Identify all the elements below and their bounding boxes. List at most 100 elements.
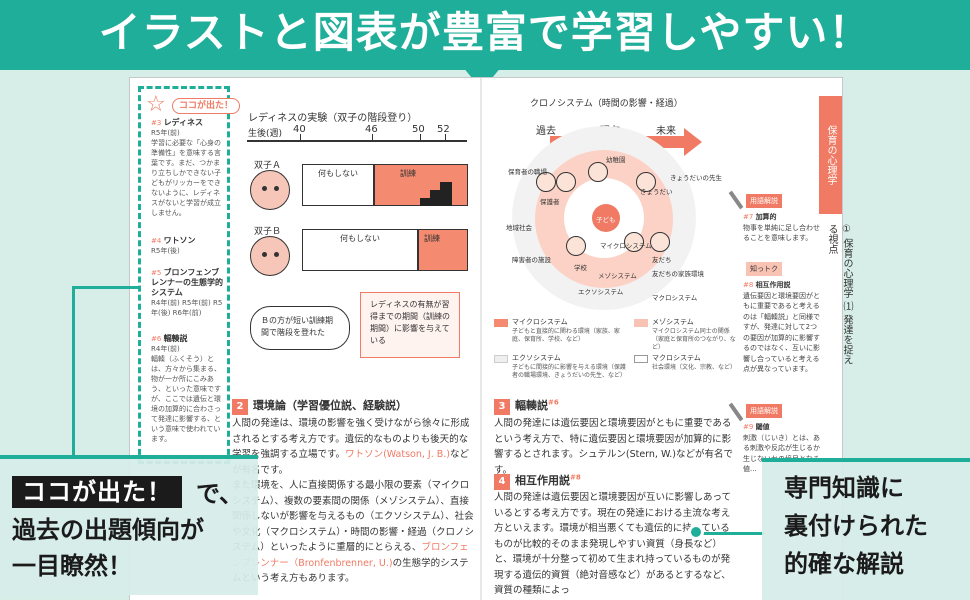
note-readiness: レディネスの有無が習得までの期間（訓練の期間）に影響を与えている: [360, 292, 460, 358]
scene-label: 訓練: [424, 234, 440, 243]
label-child: 子ども: [596, 216, 616, 224]
sidebar-tag: ココが出た！: [172, 98, 241, 114]
callout-line: 的確な解説: [784, 550, 904, 578]
age-tick: [372, 134, 373, 142]
headline: イラストと図表が豊富で学習しやすい！: [98, 8, 872, 57]
callout-connector: [72, 286, 138, 289]
label-sibling: きょうだい: [640, 188, 673, 196]
section-2-p2-end: の生態学的システムという考え方もあります。: [232, 557, 469, 585]
entry-refs: R5年(後): [151, 247, 180, 255]
parent-face: [556, 172, 576, 192]
label-exosystem: エクソシステム: [578, 288, 624, 296]
entry-num: #7: [743, 213, 754, 221]
entry-text: 輻輳（ふくそう）とは、方々から集まる、物が一か所にこみあう、といった意味ですが、…: [151, 355, 221, 443]
age-tick: [445, 134, 446, 142]
entry-text: 遺伝要因と環境要因がともに重要であると考えるのは「輻輳説」と同様ですが、発達に対…: [743, 291, 820, 374]
legend-sub: 社会環境（文化、宗教、など）: [652, 364, 737, 371]
label-facility: 障害者の施設: [512, 256, 551, 264]
star-icon: ☆: [146, 92, 166, 117]
callout-line: 専門知識に: [784, 474, 904, 502]
note-twin-b: Ｂの方が短い訓練期間で階段を登れた: [250, 306, 350, 350]
legend-sub: マイクロシステム同士の関係（家庭と保育所のつながり、など）: [652, 328, 736, 351]
label-mesosystem: メゾシステム: [598, 272, 637, 280]
chrono-title: クロノシステム（時間の影響・経過）: [530, 99, 683, 109]
callout-line: 裏付けられた: [784, 512, 928, 540]
section-3-body: 人間の発達には遺伝要因と環境要因がともに重要であるという考え方で、特に遺伝要因と…: [494, 418, 733, 476]
age-tick-label: 52: [437, 124, 450, 135]
legend-swatch-exo: [494, 355, 508, 363]
entry-title: ブロンフェンブレンナーの生態学的システム: [151, 268, 223, 297]
legend-title: マイクロシステム: [512, 318, 568, 326]
section-2-body: 人間の発達は、環境の影響を強く受けながら徐々に形成されるとする考え方です。遺伝的…: [232, 416, 476, 587]
legend-swatch-micro: [494, 319, 508, 327]
section-2-p1-end: などが有名です。: [232, 449, 470, 476]
entry-num: #6: [151, 335, 162, 343]
section-title: 環境論（学習優位説、経験説）: [253, 399, 407, 412]
entry-refs: R4年(前): [151, 345, 180, 353]
twin-a-label: 双子Ａ: [254, 161, 282, 171]
age-axis-label: 生後(週): [248, 129, 283, 139]
scene-nothing-b: [302, 229, 418, 271]
baby-a-illustration: [250, 170, 290, 210]
entry-title: 加算的: [755, 213, 777, 221]
ladder-figure-title: レディネスの実験（双子の階段登り）: [248, 113, 418, 124]
book-gutter: [480, 78, 482, 600]
friend-face: [650, 232, 670, 252]
age-timeline: [247, 140, 467, 142]
section-number: 3: [494, 399, 510, 415]
baby-b-illustration: [250, 236, 290, 276]
section-number: 2: [232, 399, 248, 415]
chapter-path: ① 保育の心理学 ⑴ 発達を捉える視点: [826, 224, 852, 365]
callout-tag-tail: で、: [196, 480, 244, 508]
callout-line: 過去の出題傾向が: [12, 516, 204, 544]
section-title: 相互作用説: [515, 474, 570, 487]
watson-link: ワトソン(Watson, J. B.): [345, 449, 451, 460]
age-tick-label: 46: [365, 124, 378, 135]
callout-line: 一目瞭然！: [12, 552, 132, 580]
legend-sub: 子どもに間接的に影響を与える環境（保護者の職場環境、きょうだいの先生、など）: [512, 364, 627, 379]
child-center: [592, 204, 620, 232]
sidebar-entry: #6 輻輳説 R4年(前) 輻輳（ふくそう）とは、方々から集まる、物が一か所にこ…: [151, 334, 227, 444]
entry-num: #3: [151, 119, 162, 127]
callout-tag: ココが出た！: [12, 476, 182, 508]
legend-title: マクロシステム: [652, 354, 701, 362]
entry-title: レディネス: [163, 118, 204, 127]
label-friend-family: 友だちの家族環境: [652, 270, 704, 278]
entry-title: 閾値: [755, 423, 770, 431]
era-past: 過去: [536, 126, 556, 137]
entry-num: #4: [151, 237, 162, 245]
legend-title: エクソシステム: [512, 354, 561, 362]
family-face: [588, 162, 608, 182]
scene-label: 訓練: [400, 169, 416, 178]
entry-title: ワトソン: [163, 236, 196, 245]
glossary-tag: 用語解説: [746, 404, 782, 418]
label-friend: 友だち: [652, 256, 672, 264]
age-tick-label: 50: [412, 124, 425, 135]
entry-title: 相互作用説: [755, 281, 791, 289]
entry-text: 学習に必要な「心身の準備性」を意味する言葉です。まだ、つかまり立ちしかできない子…: [151, 139, 221, 217]
label-kindergarten: 幼稚園: [606, 156, 626, 164]
scene-label: 何もしない: [318, 169, 358, 178]
callout-dot: [688, 524, 704, 540]
label-community: 地域社会: [506, 224, 532, 232]
section-number: 4: [494, 474, 510, 490]
sidebar-entry: #5 ブロンフェンブレンナーの生態学的システム R4年(前) R5年(前) R5…: [151, 268, 227, 318]
label-sibling-teacher: きょうだいの先生: [670, 174, 722, 182]
scene-training-b: [418, 229, 468, 271]
parent-face: [536, 172, 556, 192]
entry-refs: R4年(前) R5年(前) R5年(後) R6年(前): [151, 299, 223, 317]
entry-title: 輻輳説: [163, 334, 188, 343]
entry-refs: R5年(前): [151, 129, 180, 137]
section-2-heading: 2 環境論（学習優位説、経験説）: [232, 397, 407, 415]
callout-connector: [72, 286, 75, 458]
section-title: 輻輳説: [515, 399, 548, 412]
label-microsystem: マイクロシステム: [600, 242, 652, 250]
entry-num: #8: [743, 281, 754, 289]
age-tick: [420, 134, 421, 142]
label-guardian: 保護者: [540, 198, 560, 206]
bronfenbrenner-link: ブロンフェンブレンナー（Bronfenbrenner, U.): [232, 542, 469, 569]
callout-expert: [762, 458, 970, 600]
legend-swatch-macro: [634, 355, 648, 363]
